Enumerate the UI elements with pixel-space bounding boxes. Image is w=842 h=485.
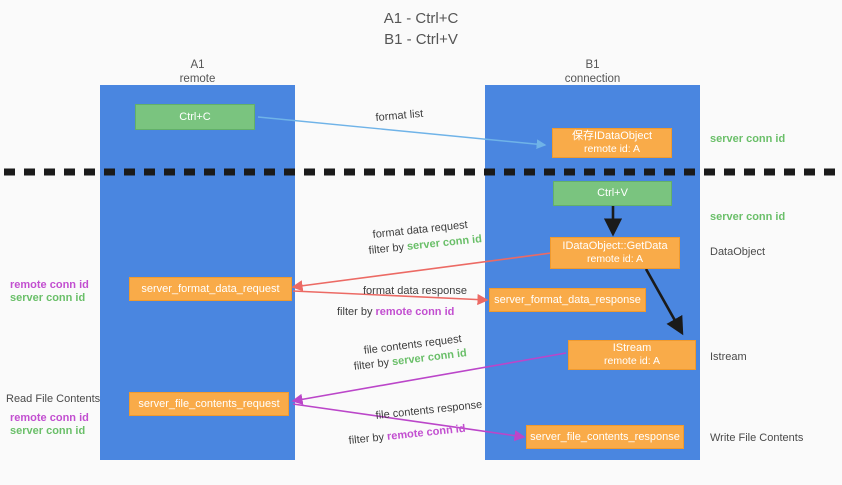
node-server-format-data-request-label: server_format_data_request <box>141 282 280 295</box>
annotation-istream: Istream <box>710 351 747 363</box>
annotation-server-conn-id-bottom: server conn id <box>10 425 86 437</box>
filter-value-remote-conn-id: remote conn id <box>386 422 467 443</box>
filter-value-remote-conn-id: remote conn id <box>375 306 455 318</box>
edge-label-format-data-response: format data response <box>363 285 467 297</box>
column-header-b1: B1 connection <box>485 58 700 86</box>
node-save-idataobject[interactable]: 保存IDataObject remote id: A <box>552 128 672 158</box>
edge-label-file-contents-response: file contents response <box>375 398 483 422</box>
filter-prefix: filter by <box>337 306 376 318</box>
node-ctrl-c[interactable]: Ctrl+C <box>135 104 255 130</box>
page-title: A1 - Ctrl+C B1 - Ctrl+V <box>383 10 459 48</box>
node-save-idataobject-remote-id: remote id: A <box>583 143 641 155</box>
annotation-dataobject: DataObject <box>710 246 766 258</box>
node-istream[interactable]: IStream remote id: A <box>568 340 696 370</box>
node-server-format-data-response[interactable]: server_format_data_response <box>489 288 646 312</box>
node-save-idataobject-label: 保存IDataObject <box>571 130 653 142</box>
edge-label-format-list: format list <box>375 107 424 124</box>
annotation-remote-conn-id-bottom: remote conn id <box>10 412 89 424</box>
annotation-server-conn-id-mid: server conn id <box>710 211 786 223</box>
annotation-write-file-contents: Write File Contents <box>710 432 804 444</box>
annotation-server-conn-id-mid-left: server conn id <box>10 292 86 304</box>
filter-prefix: filter by <box>368 240 408 257</box>
annotation-server-conn-id-top: server conn id <box>710 133 786 145</box>
node-ctrl-v-label: Ctrl+V <box>597 187 628 199</box>
node-idataobject-getdata[interactable]: IDataObject::GetData remote id: A <box>550 237 680 269</box>
node-idataobject-getdata-remote-id: remote id: A <box>586 253 644 265</box>
annotation-remote-conn-id-mid: remote conn id <box>10 279 89 291</box>
edge-label-format-data-response-filter: filter by remote conn id <box>337 305 454 319</box>
node-istream-remote-id: remote id: A <box>603 355 661 367</box>
node-idataobject-getdata-label: IDataObject::GetData <box>562 240 668 252</box>
node-ctrl-v[interactable]: Ctrl+V <box>553 181 672 206</box>
node-server-file-contents-response-label: server_file_contents_response <box>530 430 680 443</box>
node-server-file-contents-request-label: server_file_contents_request <box>138 397 280 410</box>
column-header-b1-sub: connection <box>564 73 621 85</box>
node-server-format-data-response-label: server_format_data_response <box>494 293 641 306</box>
edge-label-file-contents-response-filter: filter by remote conn id <box>348 422 466 448</box>
node-server-format-data-request[interactable]: server_format_data_request <box>129 277 292 301</box>
column-header-a1-sub: remote <box>179 73 216 85</box>
phase-separator-dashed-line <box>4 168 838 176</box>
node-server-file-contents-response[interactable]: server_file_contents_response <box>526 425 684 449</box>
node-istream-label: IStream <box>612 342 652 354</box>
filter-prefix: filter by <box>353 356 393 373</box>
column-header-a1-name: A1 <box>190 59 205 71</box>
annotation-read-file-contents: Read File Contents <box>6 393 101 405</box>
node-ctrl-c-label: Ctrl+C <box>179 110 211 123</box>
column-header-a1: A1 remote <box>100 58 295 86</box>
column-header-b1-name: B1 <box>585 59 600 71</box>
node-server-file-contents-request[interactable]: server_file_contents_request <box>129 392 289 416</box>
filter-prefix: filter by <box>348 430 388 447</box>
